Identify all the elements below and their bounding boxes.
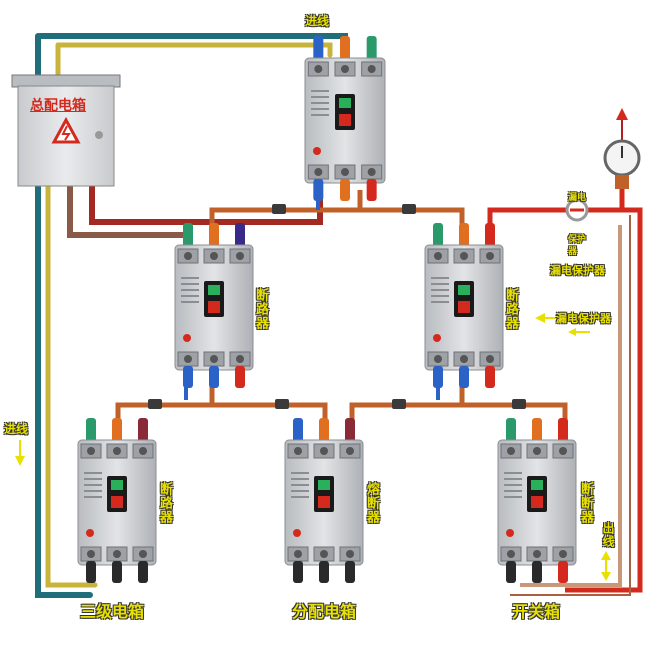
terminal-wire [345, 561, 355, 583]
terminal-wire [532, 418, 542, 444]
terminal-wire [138, 418, 148, 444]
main-box-title: 总配电箱 [30, 98, 86, 114]
label-leakage-top-3: 器 [568, 247, 578, 257]
terminal-wire [313, 36, 324, 62]
label-breaker-mid-right: 断路器 [503, 288, 518, 330]
label-leakage-protector-a: 漏电保护器 [550, 264, 605, 277]
terminal-wire [340, 179, 350, 201]
label-breaker-bottom-left: 断路器 [157, 482, 172, 524]
terminal-wire [532, 561, 542, 583]
terminal-wire [459, 223, 469, 249]
test-button [183, 334, 191, 342]
terminal-wire [183, 366, 193, 388]
terminal-wire [86, 418, 96, 444]
test-button [86, 529, 94, 537]
connectors [148, 204, 526, 409]
terminal-wire [112, 561, 122, 583]
terminal-wire [112, 418, 122, 444]
terminal-wire [209, 366, 219, 388]
leakage-clamp [565, 198, 589, 222]
label-breaker-mid-left: 断路器 [253, 288, 268, 330]
test-button [313, 147, 321, 155]
label-switch-bottom-right: 断断器 [578, 482, 593, 524]
breaker-bottom-left [77, 418, 157, 583]
terminal-wire [340, 36, 350, 62]
terminal-wire [313, 179, 324, 201]
test-button [293, 529, 301, 537]
terminal-wire [558, 418, 568, 444]
terminal-wire [366, 179, 377, 201]
label-box-switch: 开关箱 [512, 602, 561, 621]
test-button [506, 529, 514, 537]
label-right-outgoing: 出线 [601, 522, 615, 548]
terminal-wire [558, 561, 568, 583]
terminal-wire [485, 223, 495, 249]
terminal-wire [319, 418, 329, 444]
terminal-wire [345, 418, 355, 444]
terminal-wire [183, 223, 193, 249]
terminal-wire [209, 223, 219, 249]
terminal-wire [459, 366, 469, 388]
breaker-top [304, 36, 386, 201]
terminal-wire [235, 223, 245, 249]
terminal-wire [235, 366, 245, 388]
label-left-incoming: 进线 [4, 422, 29, 436]
test-button [433, 334, 441, 342]
label-leakage-protector-b: 漏电保护器 [556, 312, 611, 325]
switch-bottom-right [497, 418, 577, 583]
terminal-wire [433, 366, 443, 388]
terminal-wire [485, 366, 495, 388]
terminal-wire [293, 561, 303, 583]
terminal-wire [86, 561, 96, 583]
breakers [77, 36, 577, 583]
label-box-distribution: 分配电箱 [292, 602, 357, 621]
terminal-wire [433, 223, 443, 249]
terminal-wire [138, 561, 148, 583]
terminal-wire [506, 561, 516, 583]
meter-gauge [603, 108, 641, 210]
label-leakage-top-1: 漏电 [568, 193, 587, 203]
label-leakage-top-2: 保护 [568, 235, 587, 245]
arrows [15, 313, 611, 581]
terminal-wire [506, 418, 516, 444]
main-distribution-box [11, 74, 121, 187]
terminal-wire [319, 561, 329, 583]
label-top-incoming: 进线 [305, 14, 330, 28]
breaker-middle-left [174, 223, 254, 388]
label-fuse-bottom-mid: 熔断器 [364, 482, 379, 524]
fuse-bottom-middle [284, 418, 364, 583]
terminal-wire [366, 36, 377, 62]
label-box-tertiary: 三级电箱 [80, 602, 145, 621]
breaker-middle-right [424, 223, 504, 388]
terminal-wire [293, 418, 303, 444]
